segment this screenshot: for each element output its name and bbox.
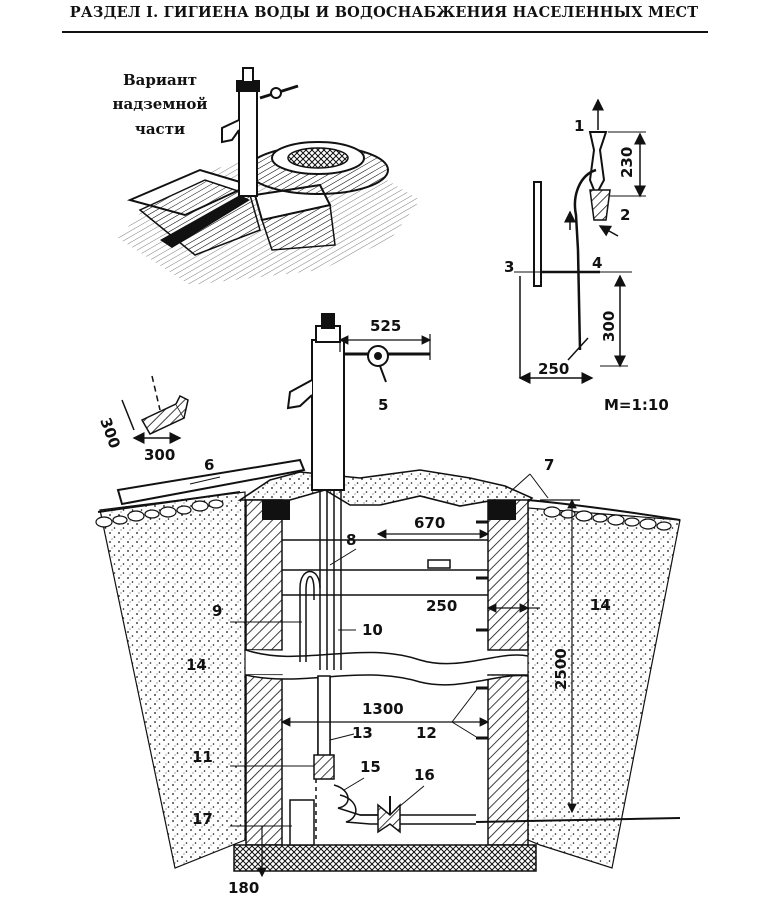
page-header: РАЗДЕЛ I. ГИГИЕНА ВОДЫ И ВОДОСНАБЖЕНИЯ Н… <box>69 4 699 21</box>
detail-label-2: 2 <box>620 206 630 224</box>
riser-pipes <box>299 490 681 840</box>
leader-lines <box>189 473 549 827</box>
label-10: 10 <box>362 621 383 639</box>
header-rule <box>62 31 708 33</box>
detail-label-1: 1 <box>574 117 584 135</box>
pump-column <box>286 313 430 491</box>
label-12: 12 <box>416 724 437 742</box>
inset-caption-line3: части <box>135 120 185 138</box>
angle-detail <box>121 375 189 444</box>
gate-valve <box>377 796 401 834</box>
hatch-handle <box>427 559 451 569</box>
angle-dim-300b: 300 <box>144 446 175 464</box>
detail-dim-300: 300 <box>600 311 618 342</box>
angle-dim-300a: 300 <box>96 415 124 451</box>
dim-250: 250 <box>426 597 457 615</box>
detail-label-4: 4 <box>592 254 602 272</box>
right-lid-block <box>488 500 516 520</box>
label-6: 6 <box>204 456 214 474</box>
inset-caption-line2: надземной <box>113 95 208 113</box>
label-14-left: 14 <box>186 656 207 674</box>
dim-670: 670 <box>414 514 445 532</box>
pump-body <box>289 799 315 846</box>
label-15: 15 <box>360 758 381 776</box>
label-7: 7 <box>544 456 554 474</box>
label-14-right: 14 <box>590 596 611 614</box>
detail-dim-250: 250 <box>538 360 569 378</box>
bottom-filter <box>233 844 537 872</box>
dim-525: 525 <box>370 317 401 335</box>
shaft-walls <box>245 499 529 846</box>
dimension-lines <box>257 334 580 878</box>
left-lid-block <box>262 500 290 520</box>
label-9: 9 <box>212 602 222 620</box>
label-5: 5 <box>378 396 388 414</box>
label-11: 11 <box>192 748 213 766</box>
dim-180: 180 <box>228 879 259 897</box>
label-13: 13 <box>352 724 373 742</box>
valve-detail <box>514 98 646 384</box>
cover-board <box>116 458 306 506</box>
dim-2500: 2500 <box>552 648 570 690</box>
inset-caption-line1: Вариант <box>123 71 197 89</box>
dim-1300: 1300 <box>362 700 404 718</box>
aboveground-variant-inset <box>118 67 420 285</box>
detail-scale: M=1:10 <box>604 396 669 414</box>
surface-cobbles <box>95 499 672 531</box>
detail-label-3: 3 <box>504 258 514 276</box>
soil-backfill <box>97 491 681 869</box>
label-8: 8 <box>346 531 356 549</box>
detail-dim-230: 230 <box>618 147 636 178</box>
ladder-rungs <box>476 520 488 740</box>
label-16: 16 <box>414 766 435 784</box>
label-17: 17 <box>192 810 213 828</box>
